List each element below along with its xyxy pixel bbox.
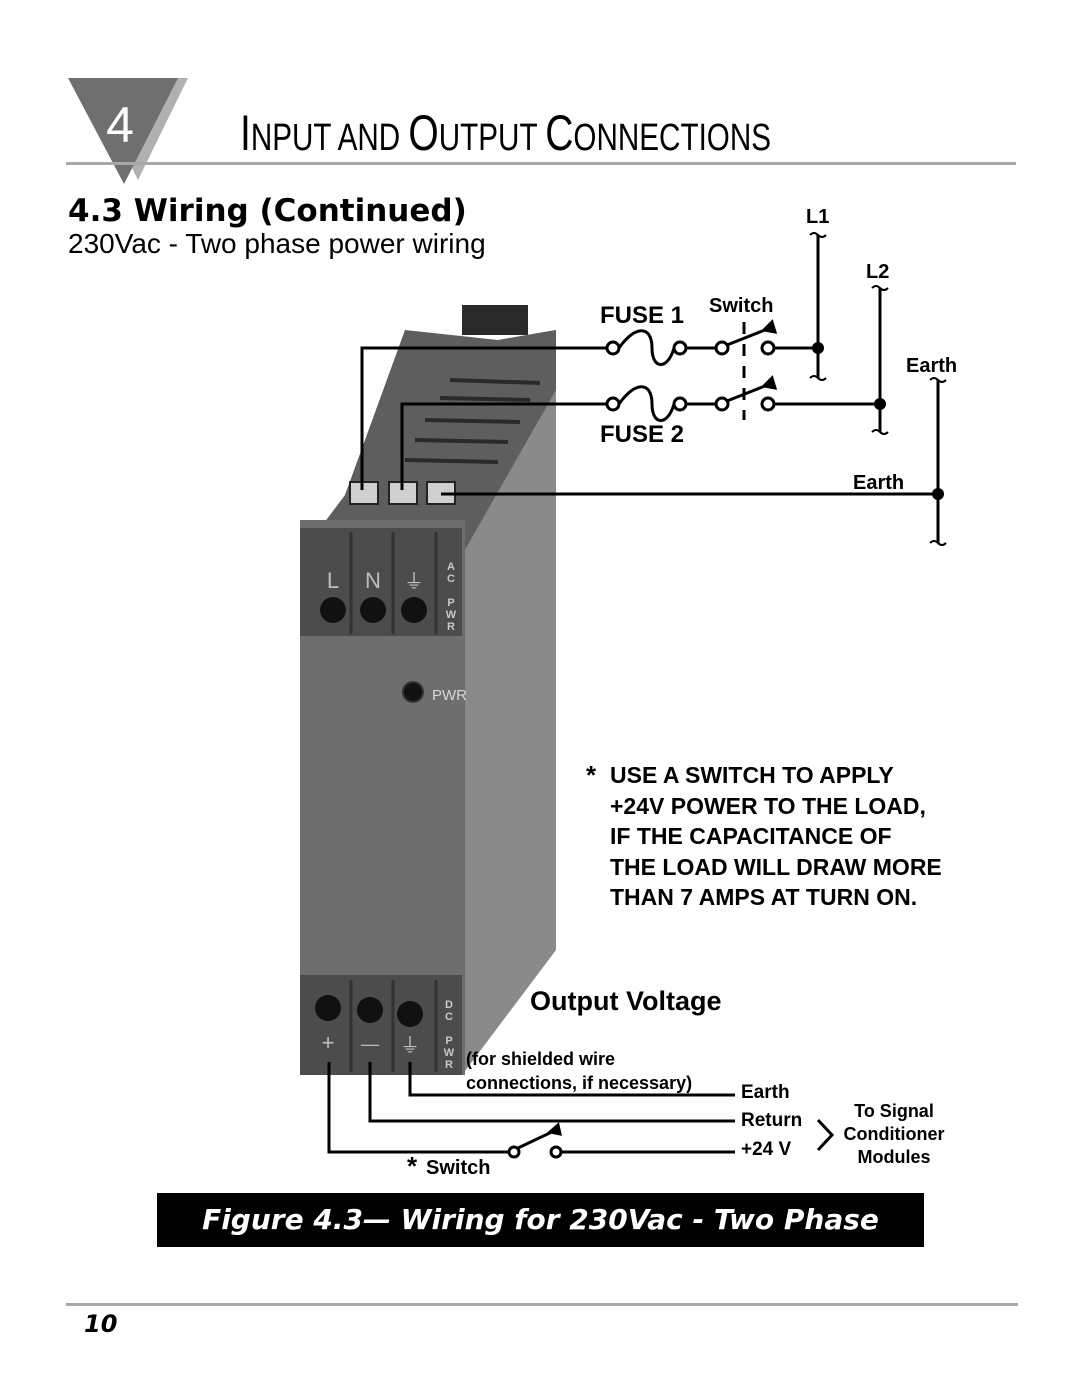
l1-label: L1 bbox=[806, 206, 829, 228]
terminal-shield-label: ⏚ bbox=[400, 1033, 420, 1057]
section-subheading: 230Vac - Two phase power wiring bbox=[68, 228, 486, 259]
to-signal-line3: Modules bbox=[857, 1147, 930, 1167]
note-line: THAN 7 AMPS AT TURN ON. bbox=[610, 884, 918, 910]
terminal-minus-label: — bbox=[361, 1034, 379, 1054]
chapter-title-part: UTPUT bbox=[438, 117, 546, 159]
shield-note-line2: connections, if necessary) bbox=[466, 1073, 692, 1093]
earth-out-label: Earth bbox=[741, 1082, 790, 1103]
side-label-char: A bbox=[447, 561, 455, 573]
side-label-char: P bbox=[445, 1035, 452, 1047]
side-label-char: C bbox=[445, 1011, 453, 1023]
plus24-label: +24 V bbox=[741, 1139, 792, 1160]
earth-top-label: Earth bbox=[906, 355, 957, 377]
caption-bar bbox=[157, 1193, 924, 1247]
return-label: Return bbox=[741, 1110, 802, 1131]
note-line: THE LOAD WILL DRAW MORE bbox=[610, 853, 942, 880]
side-label-char: C bbox=[447, 573, 455, 585]
side-label-char: W bbox=[446, 609, 457, 621]
switch-note: * USE A SWITCH TO APPLY +24V POWER TO THE… bbox=[586, 760, 1006, 913]
chapter-title: INPUT AND OUTPUT CONNECTIONS bbox=[240, 104, 771, 162]
section-heading: 4.3 Wiring (Continued) bbox=[68, 193, 467, 229]
to-signal-line2: Conditioner bbox=[844, 1124, 945, 1144]
terminal-earth-label: ⏚ bbox=[404, 569, 424, 593]
side-label-char: R bbox=[447, 621, 455, 633]
note-line: USE A SWITCH TO APPLY bbox=[610, 762, 894, 788]
chapter-title-part: O bbox=[408, 105, 439, 161]
footer-rule bbox=[66, 1303, 1018, 1306]
chapter-number: 4 bbox=[106, 97, 134, 153]
side-label-char: P bbox=[447, 597, 454, 609]
chapter-title-part: ONNECTIONS bbox=[573, 117, 772, 159]
chapter-badge: 4 bbox=[68, 78, 188, 184]
side-label-char: D bbox=[445, 999, 453, 1011]
fuse1-label: FUSE 1 bbox=[600, 302, 684, 329]
ac-wiring bbox=[360, 235, 940, 543]
pwr-led-label: PWR bbox=[432, 687, 467, 704]
terminal-plus-label: + bbox=[322, 1030, 335, 1055]
side-label-char: W bbox=[444, 1047, 455, 1059]
chapter-title-part: I bbox=[240, 105, 251, 161]
terminal-l-label: L bbox=[327, 568, 339, 593]
figure-caption: Figure 4.3— Wiring for 230Vac - Two Phas… bbox=[202, 1203, 879, 1236]
to-signal-line1: To Signal bbox=[854, 1101, 934, 1121]
page-number: 10 bbox=[84, 1310, 118, 1338]
note-asterisk: * bbox=[586, 760, 597, 790]
switch-bottom-label: Switch bbox=[426, 1157, 490, 1179]
note-line: +24V POWER TO THE LOAD, bbox=[610, 792, 926, 819]
note-line: IF THE CAPACITANCE OF bbox=[610, 823, 892, 849]
shield-note-line1: (for shielded wire bbox=[466, 1049, 615, 1069]
output-voltage-label: Output Voltage bbox=[530, 986, 721, 1016]
terminal-n-label: N bbox=[365, 568, 381, 593]
note-lines: USE A SWITCH TO APPLY +24V POWER TO THE L… bbox=[610, 760, 1006, 913]
l2-label: L2 bbox=[866, 261, 889, 283]
chapter-title-part: NPUT AND bbox=[250, 117, 409, 159]
dc-wiring bbox=[327, 1062, 835, 1159]
pwr-led bbox=[402, 681, 424, 703]
switch-top-label: Switch bbox=[709, 295, 773, 317]
side-label-char: R bbox=[445, 1059, 453, 1071]
chapter-title-part: C bbox=[545, 105, 574, 161]
fuse2-label: FUSE 2 bbox=[600, 421, 684, 448]
header-rule bbox=[66, 162, 1016, 165]
earth-mid-label: Earth bbox=[853, 472, 904, 494]
switch-bottom-star: * bbox=[407, 1151, 418, 1181]
